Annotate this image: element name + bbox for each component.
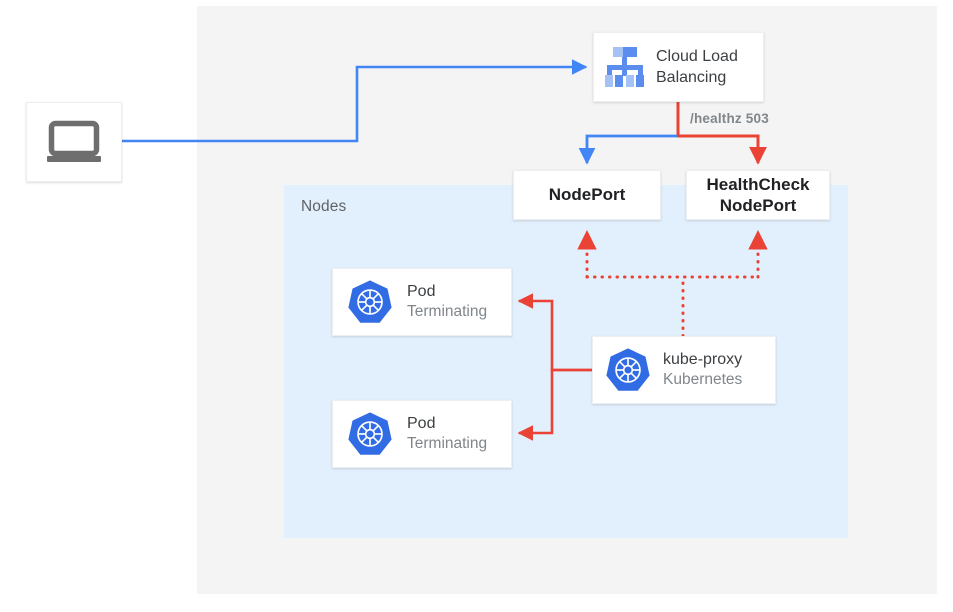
pod-status-2: Terminating — [407, 435, 488, 453]
client-node[interactable] — [26, 102, 122, 182]
kubernetes-icon — [333, 411, 407, 457]
pod-node-2[interactable]: Pod Terminating — [332, 400, 512, 468]
pod-title-1: Pod — [407, 283, 436, 301]
cloud-load-balancing-label: Cloud Load Balancing — [656, 46, 763, 88]
cloud-load-balancing-node[interactable]: Cloud Load Balancing — [593, 32, 764, 102]
kubernetes-icon — [333, 279, 407, 325]
pod-label-2: Pod Terminating — [407, 413, 511, 455]
cloud-load-balancing-line2: Balancing — [656, 69, 727, 86]
kube-proxy-node[interactable]: kube-proxy Kubernetes — [592, 336, 776, 404]
pod-node-1[interactable]: Pod Terminating — [332, 268, 512, 336]
nodeport-node[interactable]: NodePort — [513, 170, 661, 220]
kube-proxy-label: kube-proxy Kubernetes — [663, 349, 775, 391]
pod-label-1: Pod Terminating — [407, 281, 511, 323]
pod-status-1: Terminating — [407, 303, 488, 321]
cloud-load-balancing-line1: Cloud Load — [656, 47, 738, 65]
nodeport-label: NodePort — [548, 185, 626, 205]
healthz-edge-label: /healthz 503 — [690, 111, 769, 126]
kube-proxy-subtitle: Kubernetes — [663, 371, 743, 389]
healthcheck-nodeport-line1: HealthCheck — [706, 174, 810, 194]
healthcheck-nodeport-line2: NodePort — [719, 196, 797, 215]
pod-title-2: Pod — [407, 415, 436, 433]
healthcheck-nodeport-label: HealthCheck NodePort — [707, 174, 810, 216]
cloud-load-balancing-icon — [594, 46, 656, 88]
kube-proxy-title: kube-proxy — [663, 351, 743, 369]
laptop-icon — [45, 120, 103, 164]
kubernetes-icon — [593, 347, 663, 393]
nodes-region-label: Nodes — [301, 198, 347, 215]
healthcheck-nodeport-node[interactable]: HealthCheck NodePort — [686, 170, 830, 220]
